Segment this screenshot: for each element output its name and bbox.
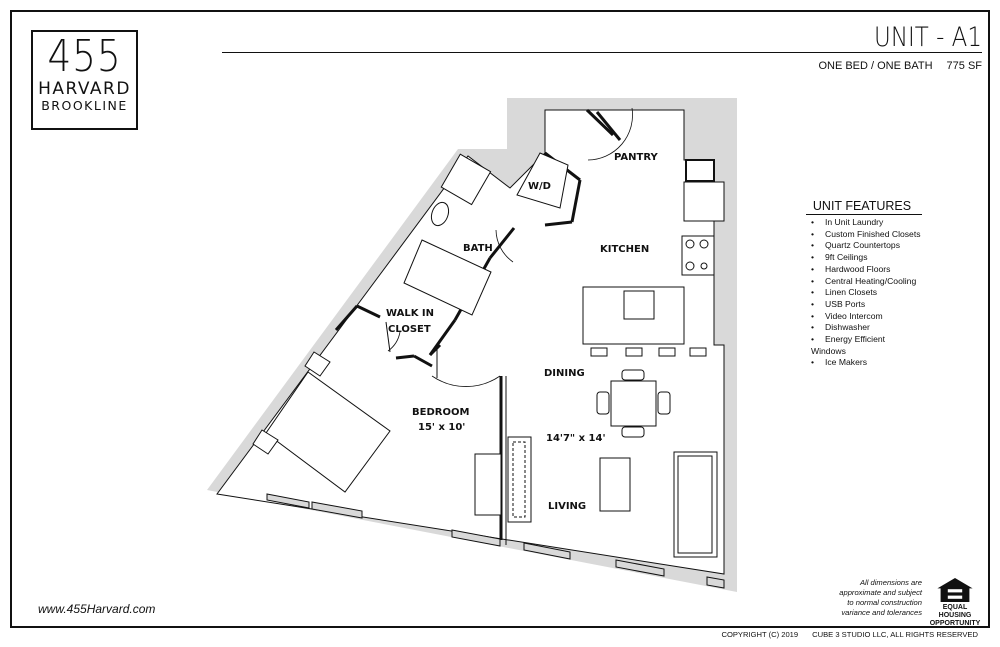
unit-type: ONE BED / ONE BATH [818, 60, 933, 72]
logo-number: 455 [47, 31, 122, 82]
sink [623, 290, 655, 320]
unit-title: UNIT - A1 [874, 22, 982, 53]
disclaimer-line: variance and tolerances [841, 608, 922, 617]
feature-item: USB Ports [811, 299, 922, 311]
feature-item: In Unit Laundry [811, 217, 922, 229]
room-label-kitchen: KITCHEN [600, 244, 649, 255]
feature-item: Energy Efficient Windows [811, 334, 922, 357]
nightstand [304, 351, 331, 377]
vanity [440, 153, 492, 206]
pantry-cabinet [685, 159, 715, 182]
dining-table [610, 380, 657, 427]
room-label-bedroom: BEDROOM [412, 407, 469, 418]
refrigerator [683, 181, 725, 222]
copyright-year: COPYRIGHT (C) 2019 [721, 630, 799, 639]
bar-stools [590, 347, 707, 357]
equal-housing-icon [937, 578, 973, 602]
feature-item: 9ft Ceilings [811, 252, 922, 264]
room-label-wd: W/D [528, 181, 551, 192]
disclaimer: All dimensions are approximate and subje… [832, 578, 922, 618]
logo-brookline: BROOKLINE [41, 98, 128, 113]
feature-item: Linen Closets [811, 287, 922, 299]
windows [266, 493, 725, 589]
tv-console [507, 436, 532, 523]
copyright-rights: CUBE 3 STUDIO LLC, ALL RIGHTS RESERVED [812, 630, 978, 639]
feature-item: Dishwasher [811, 322, 922, 334]
room-label-bath: BATH [463, 243, 493, 254]
door-swings [387, 107, 633, 387]
washer-dryer [516, 152, 569, 209]
disclaimer-line: approximate and subject [839, 588, 922, 597]
nightstand [252, 429, 279, 455]
bedroom-dimensions: 15' x 10' [418, 422, 465, 433]
room-label-closet-2: CLOSET [388, 324, 431, 335]
eho-text: EQUAL HOUSING OPPORTUNITY [929, 604, 981, 627]
room-label-closet-1: WALK IN [386, 308, 434, 319]
stove-burners [685, 239, 709, 271]
feature-item: Central Heating/Cooling [811, 276, 922, 288]
website-link[interactable]: www.455Harvard.com [38, 602, 156, 616]
feature-item: Quartz Countertops [811, 240, 922, 252]
coffee-table [599, 457, 631, 512]
stove [681, 235, 715, 276]
logo: 455 HARVARD BROOKLINE [31, 30, 138, 130]
page-border [10, 10, 990, 628]
room-label-living: LIVING [548, 501, 586, 512]
bed [265, 371, 391, 493]
header-divider [222, 52, 982, 53]
logo-harvard: HARVARD [38, 79, 131, 99]
feature-item: Custom Finished Closets [811, 229, 922, 241]
equal-housing-logo: EQUAL HOUSING OPPORTUNITY [926, 576, 984, 627]
disclaimer-line: All dimensions are [859, 578, 922, 587]
unit-subtitle: ONE BED / ONE BATH 775 SF [804, 60, 982, 72]
feature-item: Ice Makers [811, 357, 922, 369]
dining-chairs [596, 369, 671, 438]
unit-area: 775 SF [946, 60, 982, 72]
dresser [474, 453, 502, 516]
toilet-icon [430, 201, 450, 227]
copyright: COPYRIGHT (C) 2019 CUBE 3 STUDIO LLC, ALL… [707, 630, 978, 639]
feature-item: Hardwood Floors [811, 264, 922, 276]
unit-features: UNIT FEATURES In Unit Laundry Custom Fin… [806, 199, 922, 369]
features-heading: UNIT FEATURES [806, 199, 922, 215]
room-label-dining: DINING [544, 368, 585, 379]
disclaimer-line: to normal construction [847, 598, 922, 607]
bathtub [403, 239, 492, 316]
sofa [673, 451, 718, 558]
feature-item: Video Intercom [811, 311, 922, 323]
living-dimensions: 14'7" x 14' [546, 433, 606, 444]
room-label-pantry: PANTRY [614, 152, 658, 163]
